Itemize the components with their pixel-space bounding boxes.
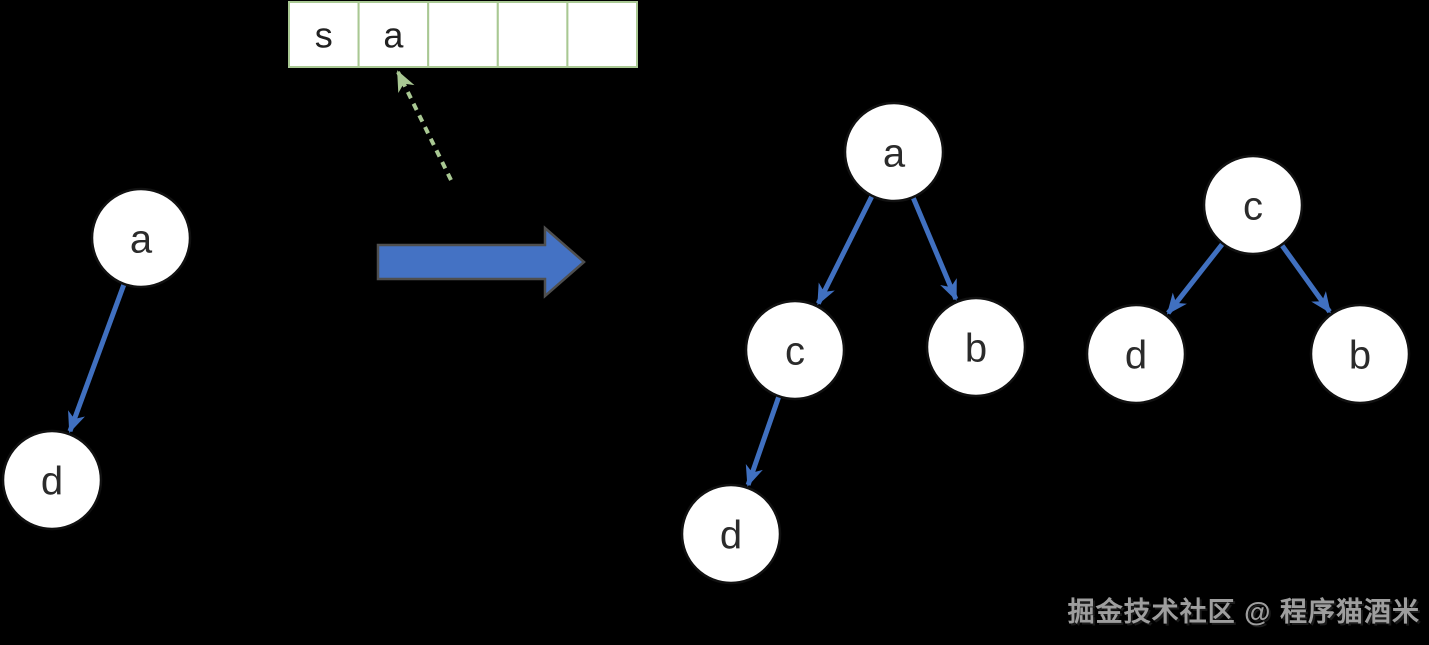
tree-before: ad — [1, 187, 192, 531]
node-circle — [1, 429, 103, 531]
node-circle — [744, 299, 846, 401]
edge-a-to-b — [910, 196, 959, 301]
node-label: a — [130, 217, 153, 261]
tree-after-2-node-b: b — [1309, 303, 1411, 405]
node-circle — [90, 187, 192, 289]
tree-before-node-d: d — [1, 429, 103, 531]
edge-c-to-d — [745, 395, 782, 487]
node-label: b — [965, 326, 987, 370]
array-cell-value-0: s — [315, 14, 333, 55]
node-circle — [843, 101, 945, 203]
node-circle — [1202, 154, 1304, 256]
node-label: c — [785, 329, 805, 373]
tree-after-2: c d b — [1085, 154, 1411, 405]
tree-after-1-node-b: b — [925, 296, 1027, 398]
node-circle — [1085, 303, 1187, 405]
transform-arrow — [376, 225, 586, 299]
watermark-text: 掘金技术社区 @ 程序猫酒米 — [1067, 597, 1420, 627]
tree-after-1: a c b d — [680, 101, 1027, 585]
array-cell-2 — [427, 1, 499, 68]
array-index-pointer — [396, 70, 453, 181]
tree-after-2-node-d: d — [1085, 303, 1187, 405]
dashed-pointer-arrow — [396, 70, 453, 181]
array-cell-value-1: a — [383, 14, 404, 55]
right-block-arrow — [376, 225, 586, 299]
tree-after-2-node-c: c — [1202, 154, 1304, 256]
node-label: a — [883, 131, 906, 175]
array-cell-0 — [288, 1, 360, 68]
tree-after-1-node-c: c — [744, 299, 846, 401]
node-circle — [1309, 303, 1411, 405]
tree-before-node-a: a — [90, 187, 192, 289]
edge-c-to-b — [1279, 243, 1332, 314]
array-cell-4 — [566, 1, 639, 68]
node-circle — [680, 483, 782, 585]
node-label: d — [1125, 333, 1147, 377]
edge-c-to-d — [1166, 241, 1225, 315]
edge-a-to-c — [816, 194, 875, 306]
node-label: c — [1243, 184, 1263, 228]
edge-a-to-d — [67, 283, 127, 434]
tree-after-1-node-a: a — [843, 101, 945, 203]
tree-after-1-node-d: d — [680, 483, 782, 585]
array-cell-3 — [496, 1, 569, 68]
array-cell-1 — [357, 1, 430, 68]
node-label: b — [1349, 333, 1371, 377]
node-label: d — [720, 513, 742, 557]
node-circle — [925, 296, 1027, 398]
node-label: d — [41, 459, 63, 503]
